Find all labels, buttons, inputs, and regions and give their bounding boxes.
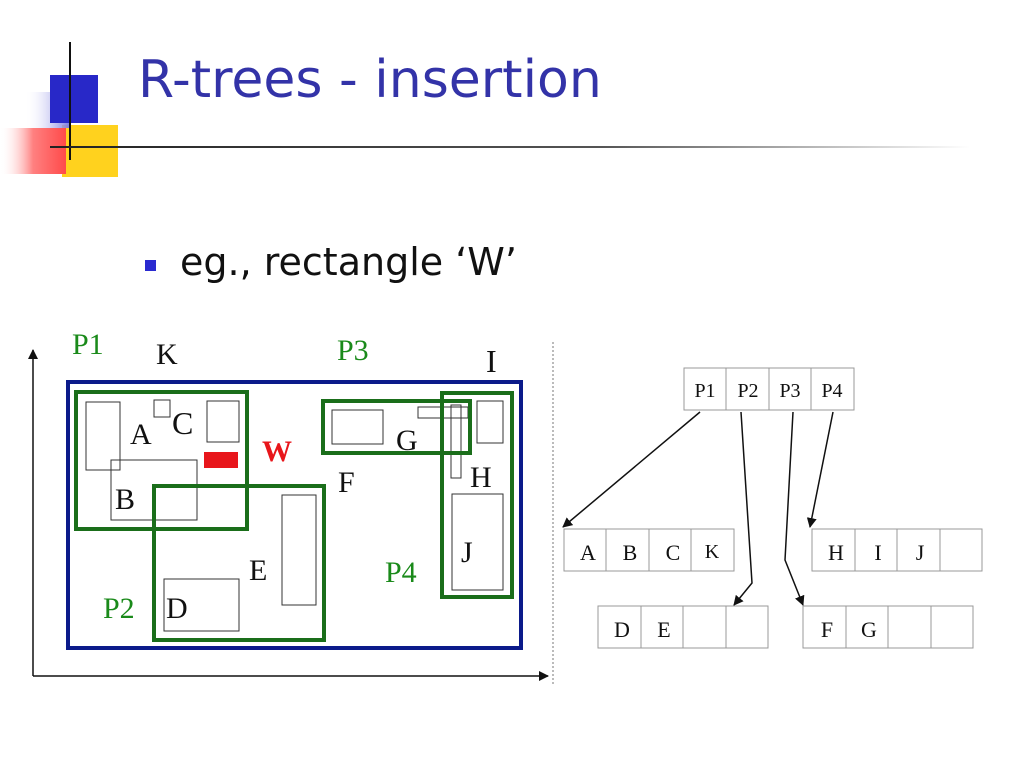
label-h: H — [470, 461, 492, 494]
bullet-square-icon — [145, 259, 156, 271]
label-i: I — [486, 343, 497, 379]
tree-leaf-p2: D E — [597, 605, 769, 649]
label-p3: P3 — [337, 334, 369, 367]
label-p2: P2 — [103, 592, 135, 625]
bullet-text: eg., rectangle ‘W’ — [180, 240, 517, 284]
root-cell-p2: P2 — [737, 380, 758, 402]
group-p2 — [152, 484, 326, 642]
root-cell-p4: P4 — [821, 380, 842, 402]
label-f: F — [338, 466, 355, 499]
leaf-p1-cell-b: B — [623, 540, 638, 565]
leaf-p1-cell-c: C — [666, 540, 681, 565]
rect-j — [451, 493, 504, 591]
label-d: D — [166, 592, 188, 625]
label-p4: P4 — [385, 556, 417, 589]
leaf-p3-cell-g: G — [861, 617, 877, 642]
rect-k — [153, 399, 171, 418]
leaf-p4-cell-h: H — [828, 540, 844, 565]
leaf-p2-cell-e: E — [657, 617, 670, 642]
label-j: J — [461, 536, 473, 569]
label-p1: P1 — [72, 328, 104, 361]
pointer-p3 — [784, 411, 805, 606]
rect-e — [281, 494, 317, 606]
leaf-p4-cell-i: I — [874, 540, 881, 565]
title-divider — [50, 146, 970, 148]
label-c: C — [172, 405, 193, 441]
root-cell-p3: P3 — [779, 380, 800, 402]
rect-f — [331, 409, 384, 445]
rect-g-v — [450, 404, 462, 479]
root-cell-p1: P1 — [694, 380, 715, 402]
rect-a — [85, 401, 121, 471]
rect-w — [204, 452, 238, 468]
group-p1 — [74, 390, 249, 531]
label-w: W — [262, 435, 292, 468]
slide-title: R-trees - insertion — [138, 50, 602, 110]
group-p3 — [321, 399, 472, 455]
leaf-p4-cell-j: J — [916, 540, 925, 565]
pointer-p1 — [562, 411, 701, 528]
tree-leaf-p4: H I J — [811, 528, 983, 572]
tree-leaf-p1: A B C K — [563, 528, 735, 572]
label-e: E — [249, 554, 267, 587]
leaf-p2-cell-d: D — [614, 617, 630, 642]
root-region — [66, 380, 523, 650]
rect-c — [206, 400, 240, 443]
tree-leaf-p3: F G — [802, 605, 974, 649]
pointer-p2 — [733, 411, 753, 606]
leaf-p3-cell-f: F — [821, 617, 833, 642]
rect-i — [476, 400, 504, 444]
label-g: G — [396, 424, 418, 457]
tree-root-node: P1 P2 P3 P4 — [683, 367, 855, 411]
label-a: A — [130, 418, 152, 451]
leaf-p1-cell-a: A — [580, 540, 596, 565]
pointer-p4 — [806, 411, 834, 528]
leaf-p1-cell-k: K — [705, 541, 720, 563]
rect-d — [163, 578, 240, 632]
group-p4 — [440, 391, 514, 599]
bullet-item: eg., rectangle ‘W’ — [145, 240, 517, 284]
label-b: B — [115, 483, 135, 516]
label-k: K — [156, 338, 178, 371]
